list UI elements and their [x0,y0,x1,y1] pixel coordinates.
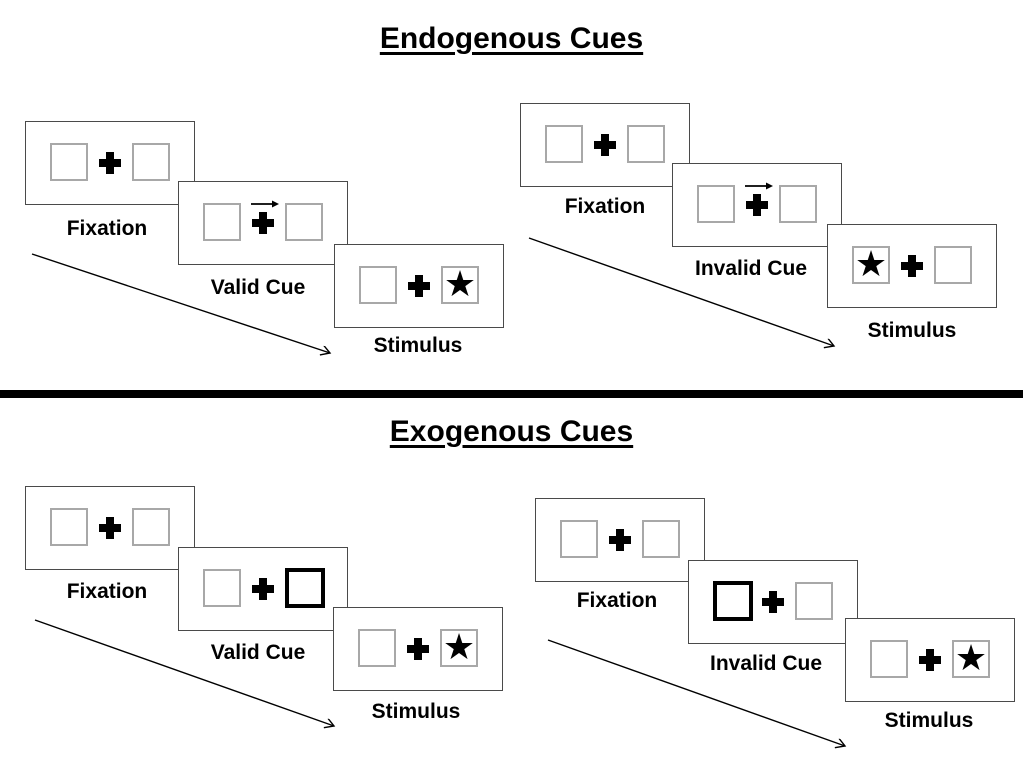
section-divider [0,390,1023,398]
placeholder-box-right [795,582,833,620]
placeholder-box-right: ★ [952,640,990,678]
placeholder-box-left [560,520,598,558]
placeholder-box-right [779,185,817,223]
sequence-order-arrow-icon [547,639,855,754]
valid-cue-label: Valid Cue [210,641,306,664]
stimulus-panel: ★ [334,244,504,328]
fixation-cross-icon [408,275,430,297]
fixation-cross-icon [762,591,784,613]
stimulus-label: Stimulus [371,700,461,723]
endogenous-section-title: Endogenous Cues [379,22,644,55]
fixation-cross-icon [609,529,631,551]
placeholder-box-right: ★ [441,266,479,304]
placeholder-box-right [934,246,972,284]
fixation-cross-icon [99,152,121,174]
cue-arrow-right-icon [251,200,279,208]
exogenous-section-title: Exogenous Cues [389,415,634,448]
placeholder-box-left [50,508,88,546]
fixation-panel [25,486,195,570]
placeholder-box-left [359,266,397,304]
fixation-label: Fixation [66,580,148,603]
placeholder-box-left [697,185,735,223]
fixation-label: Fixation [576,589,658,612]
valid-cue-panel [178,181,348,265]
highlighted-cue-box-right [285,568,325,608]
stimulus-panel: ★ [333,607,503,691]
valid-cue-panel [178,547,348,631]
invalid-cue-label: Invalid Cue [694,257,808,280]
fixation-cross-icon [594,134,616,156]
fixation-cross-icon [407,638,429,660]
placeholder-box-left [358,629,396,667]
fixation-label: Fixation [564,195,646,218]
target-star-icon: ★ [442,627,476,668]
invalid-cue-panel [688,560,858,644]
target-star-icon: ★ [443,264,477,305]
invalid-cue-panel [672,163,842,247]
stimulus-label: Stimulus [884,709,974,732]
placeholder-box-right [627,125,665,163]
placeholder-box-left [203,569,241,607]
placeholder-box-left [545,125,583,163]
valid-cue-label: Valid Cue [210,276,306,299]
placeholder-box-right: ★ [440,629,478,667]
fixation-panel [520,103,690,187]
placeholder-box-right [132,143,170,181]
stimulus-panel: ★ [827,224,997,308]
fixation-cross-icon [919,649,941,671]
fixation-label: Fixation [66,217,148,240]
highlighted-cue-box-left [713,581,753,621]
placeholder-box-left [50,143,88,181]
sequence-order-arrow-icon [31,253,344,368]
sequence-order-arrow-icon [528,237,844,354]
target-star-icon: ★ [954,638,988,679]
stimulus-label: Stimulus [373,334,463,357]
fixation-cross-icon [746,194,768,216]
fixation-panel [25,121,195,205]
target-star-icon: ★ [854,244,888,285]
invalid-cue-label: Invalid Cue [709,652,823,675]
stimulus-label: Stimulus [867,319,957,342]
fixation-panel [535,498,705,582]
placeholder-box-left [870,640,908,678]
stimulus-panel: ★ [845,618,1015,702]
sequence-order-arrow-icon [34,619,345,734]
fixation-cross-icon [99,517,121,539]
placeholder-box-right [132,508,170,546]
fixation-cross-icon [252,212,274,234]
fixation-cross-icon [901,255,923,277]
placeholder-box-left: ★ [852,246,890,284]
placeholder-box-left [203,203,241,241]
placeholder-box-right [285,203,323,241]
placeholder-box-right [642,520,680,558]
cue-arrow-right-icon [745,182,773,190]
fixation-cross-icon [252,578,274,600]
